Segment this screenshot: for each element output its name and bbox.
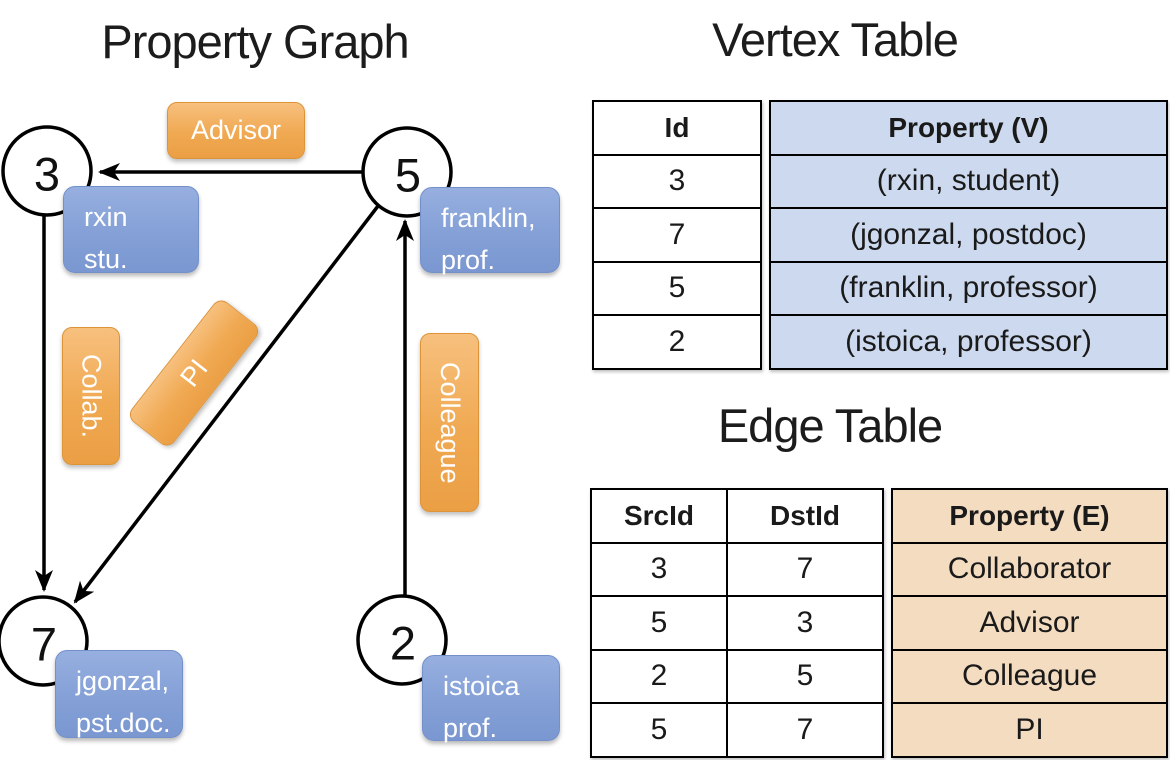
edge-table: SrcId DstId 3 7 5 3 2 5 5 7 Property (E) [590, 488, 1168, 758]
column-header: Property (V) [769, 100, 1168, 156]
vertex-property-line: prof. [441, 245, 496, 275]
property-graph-title: Property Graph [101, 15, 409, 68]
table-cell: 5 [726, 648, 884, 704]
vertex-property-line: franklin, [441, 203, 536, 233]
column-header: DstId [726, 488, 884, 544]
table-cell: (rxin, student) [769, 153, 1168, 209]
column-header: Id [592, 100, 762, 156]
vertex-id-2: 2 [389, 616, 417, 670]
table-cell: 2 [590, 648, 728, 704]
table-cell: 3 [592, 153, 762, 209]
table-cell: Advisor [891, 595, 1168, 651]
vertex-property-line: jgonzal, [76, 666, 170, 696]
table-cell: Colleague [891, 648, 1168, 704]
edge-5-to-7-pi [73, 204, 380, 604]
table-column-gap [762, 100, 769, 370]
vertex-id-5: 5 [394, 148, 422, 202]
vertex-table-id-column: Id 3 7 5 2 [592, 100, 762, 370]
table-cell: 5 [590, 595, 728, 651]
edge-table-property-column: Property (E) Collaborator Advisor Collea… [891, 488, 1168, 758]
vertex-property-box-2: istoica prof. [422, 655, 560, 743]
edge-table-id-columns: SrcId DstId 3 7 5 3 2 5 5 7 [590, 488, 884, 758]
vertex-id-7: 7 [30, 617, 58, 671]
graph-edges-and-vertices [0, 125, 453, 687]
vertex-id-3: 3 [33, 147, 61, 201]
vertex-table: Id 3 7 5 2 Property (V) (rxin, student) … [592, 100, 1168, 370]
column-header: SrcId [590, 488, 728, 544]
edge-label-colleague: Colleague [420, 333, 479, 512]
table-cell: (franklin, professor) [769, 260, 1168, 316]
table-column-gap [884, 488, 891, 758]
vertex-property-line: istoica [443, 671, 520, 701]
vertex-table-property-column: Property (V) (rxin, student) (jgonzal, p… [769, 100, 1168, 370]
vertex-table-title: Vertex Table [712, 13, 959, 66]
edge-label-collab: Collab. [62, 327, 120, 465]
table-cell: 3 [590, 541, 728, 597]
table-cell: Collaborator [891, 541, 1168, 597]
vertex-property-line: prof. [443, 713, 498, 743]
vertex-property-line: stu. [84, 244, 128, 274]
table-cell: 5 [592, 260, 762, 316]
table-cell: 7 [726, 702, 884, 758]
column-header: Property (E) [891, 488, 1168, 544]
vertex-property-line: rxin [84, 202, 128, 232]
table-cell: 2 [592, 314, 762, 370]
table-cell: (istoica, professor) [769, 314, 1168, 370]
table-cell: (jgonzal, postdoc) [769, 207, 1168, 263]
table-cell: PI [891, 702, 1168, 758]
table-cell: 7 [726, 541, 884, 597]
vertex-property-line: pst.doc. [76, 708, 171, 738]
edge-label-advisor: Advisor [167, 102, 305, 159]
table-cell: 5 [590, 702, 728, 758]
table-cell: 3 [726, 595, 884, 651]
edge-table-title: Edge Table [717, 399, 943, 452]
vertex-property-box-7: jgonzal, pst.doc. [55, 650, 183, 738]
vertex-property-box-3: rxin stu. [63, 186, 199, 274]
vertex-property-box-5: franklin, prof. [420, 187, 560, 275]
table-cell: 7 [592, 207, 762, 263]
